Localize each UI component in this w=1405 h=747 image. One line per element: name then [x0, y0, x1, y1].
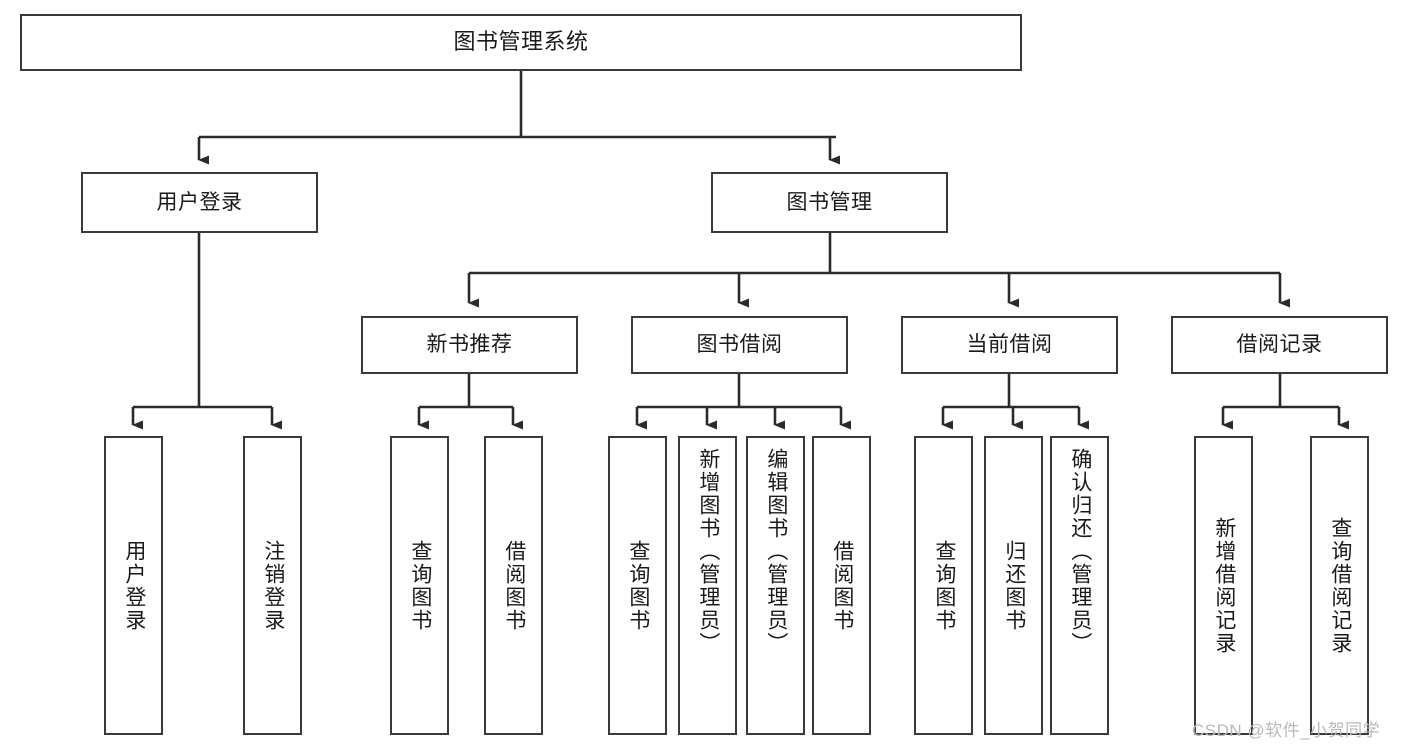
node-label: 查询图书 — [932, 539, 956, 632]
node-label: 查询借阅记录 — [1328, 516, 1352, 655]
node-user-login[interactable]: 用户登录 — [81, 172, 318, 233]
leaf-query-book-new[interactable]: 查询图书 — [390, 436, 449, 735]
node-current-borrow[interactable]: 当前借阅 — [901, 316, 1118, 374]
leaf-borrow-book-new[interactable]: 借阅图书 — [484, 436, 543, 735]
node-label: 借阅图书 — [502, 539, 526, 632]
node-label: 新增图书（管理员） — [696, 448, 720, 655]
node-label: 图书借阅 — [696, 333, 783, 357]
leaf-confirm-return-admin[interactable]: 确认归还（管理员） — [1050, 436, 1109, 735]
node-borrow-record[interactable]: 借阅记录 — [1171, 316, 1388, 374]
node-book-management[interactable]: 图书管理 — [711, 172, 948, 233]
leaf-user-login[interactable]: 用户登录 — [104, 436, 163, 735]
leaf-logout[interactable]: 注销登录 — [243, 436, 302, 735]
node-label: 查询图书 — [408, 539, 432, 632]
node-label: 新书推荐 — [426, 333, 513, 357]
node-label: 图书管理 — [786, 190, 873, 214]
node-new-book-recommendation[interactable]: 新书推荐 — [361, 316, 578, 374]
node-label: 注销登录 — [261, 539, 285, 632]
leaf-add-book-admin[interactable]: 新增图书（管理员） — [678, 436, 737, 735]
leaf-edit-book-admin[interactable]: 编辑图书（管理员） — [746, 436, 805, 735]
leaf-add-borrow-record[interactable]: 新增借阅记录 — [1194, 436, 1253, 735]
leaf-query-borrow-record[interactable]: 查询借阅记录 — [1310, 436, 1369, 735]
node-label: 新增借阅记录 — [1212, 516, 1236, 655]
node-label: 编辑图书（管理员） — [764, 448, 788, 655]
leaf-borrow-book-borrow[interactable]: 借阅图书 — [812, 436, 871, 735]
node-label: 借阅记录 — [1236, 333, 1323, 357]
node-book-borrow[interactable]: 图书借阅 — [631, 316, 848, 374]
node-label: 借阅图书 — [830, 539, 854, 632]
leaf-return-book[interactable]: 归还图书 — [984, 436, 1043, 735]
leaf-query-book-borrow[interactable]: 查询图书 — [608, 436, 667, 735]
node-label: 归还图书 — [1002, 539, 1026, 632]
node-label: 用户登录 — [122, 539, 146, 632]
node-label: 图书管理系统 — [453, 29, 589, 55]
node-label: 确认归还（管理员） — [1068, 448, 1092, 655]
node-label: 用户登录 — [156, 190, 243, 214]
node-label: 查询图书 — [626, 539, 650, 632]
node-label: 当前借阅 — [966, 333, 1053, 357]
leaf-query-book-current[interactable]: 查询图书 — [914, 436, 973, 735]
csdn-watermark: CSDN @软件_小贺同学 — [1192, 721, 1381, 740]
node-root-book-management-system[interactable]: 图书管理系统 — [20, 14, 1022, 71]
